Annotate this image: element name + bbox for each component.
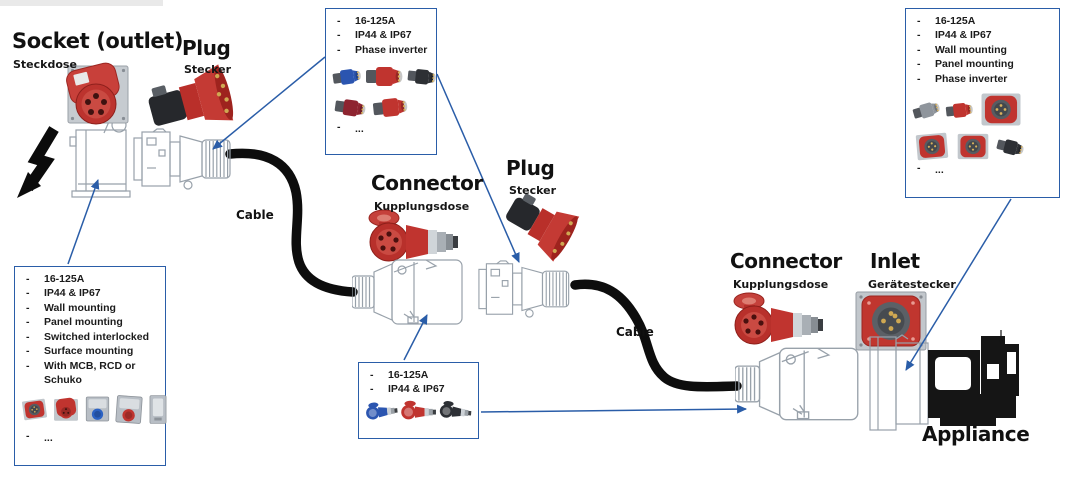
connector-sketch xyxy=(352,259,463,325)
connector-specs-callout: 16-125A IP44 & IP67 xyxy=(358,362,479,439)
arrow-connbox-to-conn1 xyxy=(403,314,428,361)
arrow-connbox-to-conn2 xyxy=(480,404,748,414)
socket-sketch xyxy=(69,116,131,198)
spec-item: 16-125A xyxy=(910,14,1055,29)
connector-sketch-2 xyxy=(735,347,859,421)
red-panel-socket-icon xyxy=(51,396,81,423)
plug-specs-callout: 16-125A IP44 & IP67 Phase inverter ... xyxy=(325,8,437,155)
plug1-subtitle: Stecker xyxy=(184,63,232,76)
spec-item: IP44 & IP67 xyxy=(330,28,432,43)
inlet-specs-list: 16-125A IP44 & IP67 Wall mounting Panel … xyxy=(910,14,1055,87)
connector-photo xyxy=(368,209,459,262)
spec-item: With MCB, RCD or Schuko xyxy=(19,359,161,388)
gray-enclosure-socket-icon xyxy=(147,394,169,425)
callout-arrows xyxy=(67,56,1012,414)
plug-sketch-2 xyxy=(478,260,570,318)
spec-item: Wall mounting xyxy=(910,43,1055,58)
cable1-label: Cable xyxy=(236,208,274,222)
spec-item: Phase inverter xyxy=(330,43,432,58)
spec-item: IP44 & IP67 xyxy=(910,28,1055,43)
plug-photo xyxy=(148,64,234,126)
blue-interlocked-socket-icon xyxy=(84,394,111,424)
socket-specs-callout: 16-125A IP44 & IP67 Wall mounting Panel … xyxy=(14,266,166,466)
plug1-title: Plug xyxy=(182,36,231,60)
plug-photo-2 xyxy=(506,193,580,262)
appliance-silhouette xyxy=(928,330,1019,426)
dark-red-plug-icon xyxy=(332,93,369,122)
socket-photo xyxy=(66,62,129,125)
red-plug-large-icon xyxy=(365,61,405,91)
black-connector-icon xyxy=(438,400,474,422)
spec-more: ... xyxy=(19,430,161,444)
spec-item: Panel mounting xyxy=(19,315,161,330)
spec-item: 16-125A xyxy=(19,272,161,287)
connector-photo-2 xyxy=(733,292,824,345)
spec-item: IP44 & IP67 xyxy=(19,286,161,301)
red-switched-socket-icon xyxy=(113,392,145,427)
red-panel-inlet-icon xyxy=(955,131,991,162)
connector2-subtitle: Kupplungsdose xyxy=(733,278,829,291)
plug2-title: Plug xyxy=(506,156,555,180)
spec-item: 16-125A xyxy=(330,14,432,29)
connector-specs-list: 16-125A IP44 & IP67 xyxy=(363,368,474,397)
blue-connector-icon xyxy=(364,399,400,421)
red-connector-icon xyxy=(400,400,438,421)
spec-item: 16-125A xyxy=(363,368,474,383)
plug-specs-list: 16-125A IP44 & IP67 Phase inverter xyxy=(330,14,432,58)
plug-sketch xyxy=(133,128,231,190)
socket-subtitle: Steckdose xyxy=(13,58,77,71)
socket-title: Socket (outlet) xyxy=(12,29,184,53)
red-inlet-icon xyxy=(944,97,976,122)
red-round-inlet-icon xyxy=(978,90,1024,129)
connector1-title: Connector xyxy=(371,171,483,195)
connector1-subtitle: Kupplungsdose xyxy=(374,200,470,213)
inlet-photo xyxy=(855,291,927,351)
cable-1 xyxy=(225,148,358,297)
arrow-plugbox-to-plug2 xyxy=(436,73,520,263)
inlet-specs-callout: 16-125A IP44 & IP67 Wall mounting Panel … xyxy=(905,8,1060,198)
blue-plug-icon xyxy=(331,63,365,90)
top-strip xyxy=(0,0,163,6)
socket-specs-list: 16-125A IP44 & IP67 Wall mounting Panel … xyxy=(19,272,161,388)
gray-angled-inlet-icon xyxy=(910,95,945,124)
black-angled-inlet-icon xyxy=(994,133,1028,162)
spec-item: IP44 & IP67 xyxy=(363,382,474,397)
spec-more: ... xyxy=(910,162,1055,176)
spec-item: Panel mounting xyxy=(910,57,1055,72)
spec-item: Switched interlocked xyxy=(19,330,161,345)
spec-item: Wall mounting xyxy=(19,301,161,316)
red-flange-inlet-icon xyxy=(913,130,952,164)
black-plug-icon xyxy=(406,63,439,89)
appliance-title: Appliance xyxy=(922,422,1030,446)
spec-item: Surface mounting xyxy=(19,344,161,359)
inlet-title: Inlet xyxy=(870,249,920,273)
cable-2 xyxy=(570,279,742,392)
red-gray-plug-icon xyxy=(371,92,412,124)
spec-more: ... xyxy=(330,121,432,135)
plug2-subtitle: Stecker xyxy=(509,184,557,197)
cable2-label: Cable xyxy=(616,325,654,339)
arrow-inletbox-to-inlet xyxy=(905,198,1012,371)
spec-item: Phase inverter xyxy=(910,72,1055,87)
connector2-title: Connector xyxy=(730,249,842,273)
lightning-bolt-icon xyxy=(17,126,59,198)
arrow-socketbox-to-socket xyxy=(67,179,100,265)
inlet-subtitle: Gerätestecker xyxy=(868,278,956,291)
arrow-plugbox-to-plug1 xyxy=(212,56,326,150)
red-wall-socket-icon xyxy=(20,396,50,423)
